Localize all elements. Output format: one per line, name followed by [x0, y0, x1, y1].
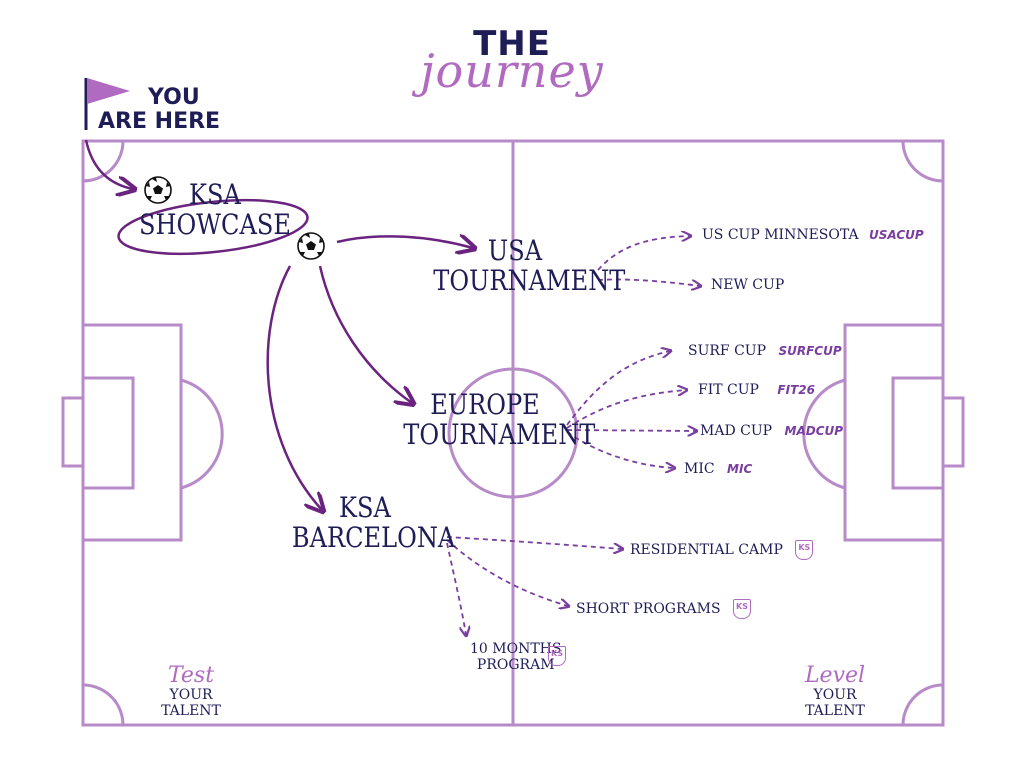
stage-usa-tournament: USA TOURNAMENT: [433, 234, 626, 297]
fit26-logo: FIT26: [777, 383, 815, 397]
flag-icon: [84, 78, 130, 130]
showcase-highlight: [117, 198, 309, 256]
stage-line: EUROPE: [430, 388, 540, 421]
caption-test-your-talent: Test YOUR TALENT: [146, 663, 236, 720]
stage-ksa-showcase: KSA SHOWCASE: [138, 180, 293, 240]
ks-badge-icon: KS: [733, 599, 752, 619]
item-10-months-program: 10 MONTHS PROGRAM: [470, 641, 561, 673]
stage-line: USA: [487, 234, 543, 267]
stage-line: KSA: [339, 491, 391, 524]
caption-script: Test: [167, 663, 215, 688]
stage-line: KSA: [189, 178, 241, 211]
soccer-ball-icon: [297, 232, 325, 260]
title-the: THE: [473, 24, 551, 64]
item-label: SHORT PROGRAMS: [576, 601, 721, 617]
stage-line: BARCELONA: [291, 521, 456, 554]
item-us-cup-minnesota: US CUP MINNESOTA USACUP: [702, 227, 924, 243]
item-label: RESIDENTIAL CAMP: [630, 542, 783, 558]
item-label: NEW CUP: [711, 277, 785, 293]
item-short-programs: SHORT PROGRAMS KS: [576, 599, 752, 619]
stage-europe-tournament: EUROPE TOURNAMENT: [403, 388, 596, 451]
branch-arrows: [446, 236, 700, 635]
usacup-logo: USACUP: [869, 228, 924, 242]
item-residential-camp: RESIDENTIAL CAMP KS: [630, 540, 814, 560]
item-label: 10 MONTHS: [470, 641, 562, 657]
item-label: MAD CUP: [700, 423, 773, 439]
mic-logo: MIC: [727, 462, 753, 476]
title-journey: journey: [420, 44, 604, 98]
item-mad-cup: MAD CUP MADCUP: [700, 423, 843, 439]
caption-text: YOUR TALENT: [161, 687, 221, 719]
ks-badge-icon: KS: [795, 540, 814, 560]
stage-line: TOURNAMENT: [403, 418, 596, 451]
item-label: US CUP MINNESOTA: [702, 227, 859, 243]
you-are-here-label: YOU ARE HERE: [98, 86, 220, 134]
item-label: MIC: [684, 461, 715, 477]
item-new-cup: NEW CUP: [711, 277, 784, 293]
stage-line: SHOWCASE: [139, 208, 291, 241]
item-fit-cup: FIT CUP FIT26: [698, 382, 815, 398]
caption-level-your-talent: Level YOUR TALENT: [790, 663, 880, 720]
surfcup-logo: SURFCUP: [778, 344, 842, 358]
madcup-logo: MADCUP: [784, 424, 844, 438]
stage-line: TOURNAMENT: [433, 264, 626, 297]
item-label: SURF CUP: [688, 343, 767, 359]
item-label-2: PROGRAM: [476, 657, 555, 673]
main-arrows: [84, 139, 473, 510]
item-mic: MIC MIC: [684, 461, 752, 477]
item-label: FIT CUP: [698, 382, 759, 398]
stage-ksa-barcelona: KSA BARCELONA: [291, 491, 456, 554]
soccer-ball-icon: [144, 176, 172, 204]
are-here-label: ARE HERE: [98, 109, 221, 134]
you-label: YOU: [148, 85, 200, 110]
ks-badge-icon: KS: [548, 646, 566, 666]
caption-script: Level: [804, 663, 866, 688]
pitch-lines: [61, 139, 965, 727]
item-surf-cup: SURF CUP SURFCUP: [688, 343, 842, 359]
caption-text: YOUR TALENT: [805, 687, 865, 719]
